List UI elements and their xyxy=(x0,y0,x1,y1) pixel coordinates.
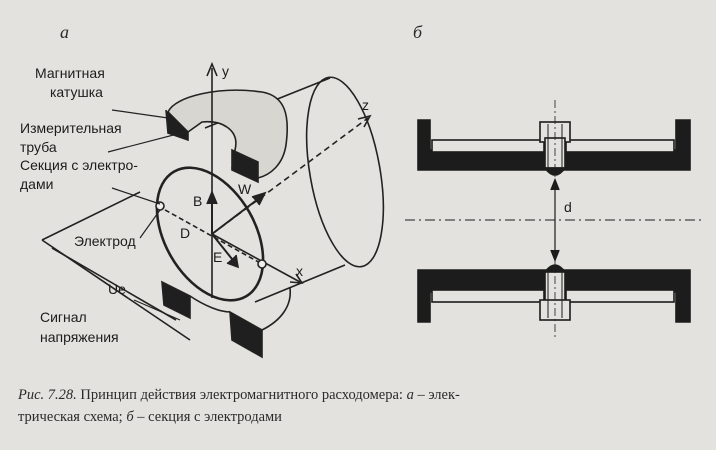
electrode-section-ring xyxy=(155,166,265,302)
d-diameter-label: D xyxy=(180,225,190,241)
electrode-label: Электрод xyxy=(74,233,136,249)
ue-label: Ue xyxy=(108,281,126,297)
magnetic-coil-bottom xyxy=(161,280,291,359)
tube-label-1: Измерительная xyxy=(20,120,122,136)
panel-b-diagram xyxy=(405,100,705,340)
caption-line2-b: – секция с электродами xyxy=(133,409,282,425)
panel-a-diagram xyxy=(41,61,385,359)
panel-b-letter: б xyxy=(413,22,423,42)
w-vector-label: W xyxy=(238,181,252,197)
section-label-2: дами xyxy=(20,176,53,192)
caption-text-2: – элек- xyxy=(413,387,460,403)
caption-line2-a: трическая схема; xyxy=(18,409,127,425)
e-vector-label: E xyxy=(213,249,222,265)
dimension-d-label: d xyxy=(564,199,572,215)
b-vector-label: B xyxy=(193,193,202,209)
caption-ref: Рис. 7.28. xyxy=(18,387,77,403)
figure-caption: Рис. 7.28. Принцип действия электромагни… xyxy=(18,384,708,428)
electrode-right xyxy=(257,259,267,269)
caption-a: а xyxy=(406,387,414,403)
caption-b: б xyxy=(126,409,134,425)
coil-label-1: Магнитная xyxy=(35,65,105,81)
tube-label-2: труба xyxy=(20,139,57,155)
signal-label-2: напряжения xyxy=(40,329,119,345)
panel-a-letter: а xyxy=(60,22,69,42)
axis-x-line xyxy=(211,233,301,283)
caption-text-1: Принцип действия электромагнитного расхо… xyxy=(76,387,407,403)
axis-z-label: z xyxy=(362,97,369,113)
axis-x-label: x xyxy=(296,263,303,279)
axis-y-label: y xyxy=(222,63,229,79)
signal-label-1: Сигнал xyxy=(40,309,87,325)
section-label-1: Секция с электро- xyxy=(20,157,138,173)
coil-label-2: катушка xyxy=(50,84,103,100)
